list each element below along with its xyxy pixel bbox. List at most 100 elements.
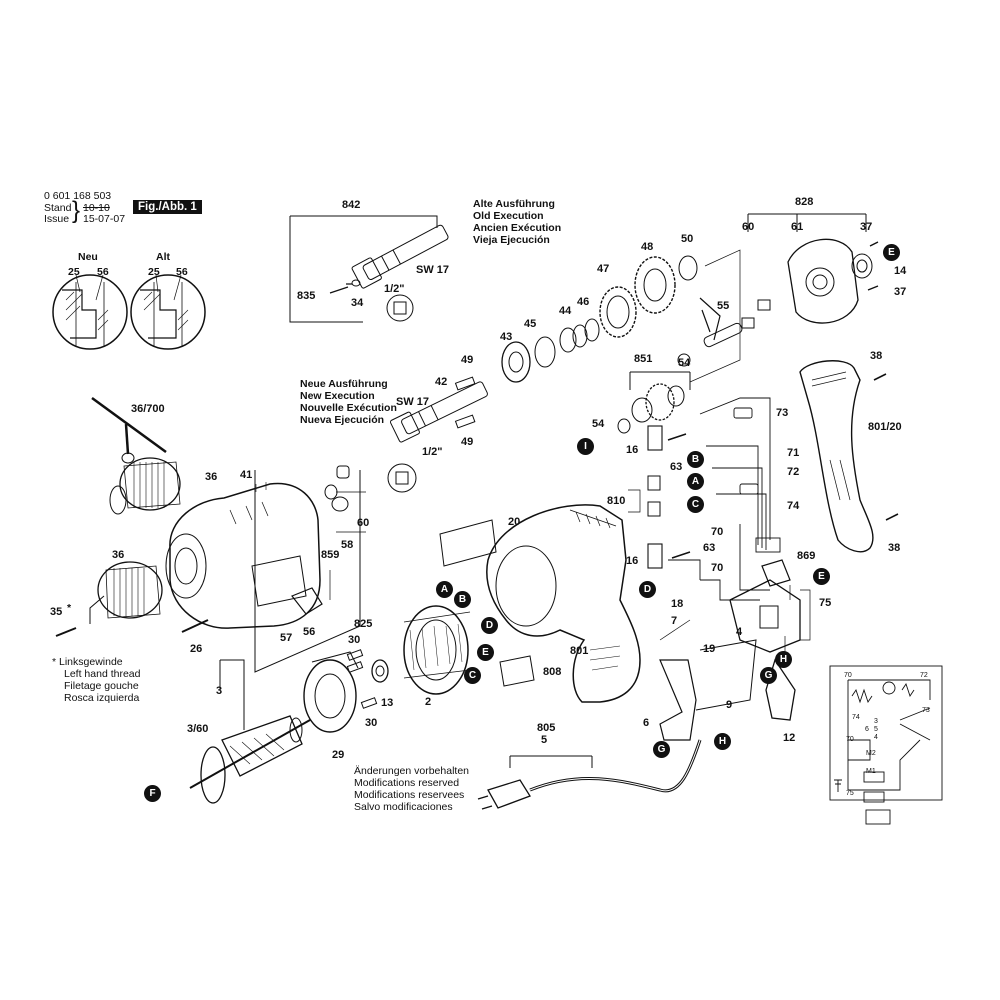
- washer-54: [677, 353, 691, 367]
- ref-13: 13: [381, 697, 394, 709]
- ref-12: 12: [783, 732, 796, 744]
- chuck-36-top: [109, 457, 181, 515]
- old-execution-note: Alte Ausführung Old Execution Ancien Exé…: [473, 198, 562, 246]
- connector-F-top: E: [883, 244, 900, 261]
- nut-sw17-new: [387, 463, 417, 493]
- ref-835: 835: [297, 290, 316, 302]
- ref-805: 805: [537, 722, 556, 734]
- connector-A-left: A: [436, 581, 453, 598]
- gear-47: [599, 286, 637, 338]
- ref-7: 7: [671, 615, 678, 627]
- ref-57: 57: [280, 632, 293, 644]
- schematic-label-5: 5: [874, 726, 878, 733]
- ref-63b: 63: [703, 542, 716, 554]
- schematic-label-70b: 70: [846, 736, 854, 743]
- connector-B-left: B: [454, 591, 471, 608]
- schematic-label-m1: M1: [866, 768, 876, 775]
- schematic-label-3: 3: [874, 718, 878, 725]
- ref-26: 26: [190, 643, 203, 655]
- schematic-label-4: 4: [874, 734, 878, 741]
- ref-45: 45: [524, 318, 537, 330]
- ref-869: 869: [797, 550, 816, 562]
- ref-54b: 54: [592, 418, 605, 430]
- gear-48: [634, 256, 676, 314]
- stator-2: [403, 605, 471, 695]
- ref-73: 73: [776, 407, 789, 419]
- ref-60: 60: [742, 221, 755, 233]
- chuck-36-bottom: [89, 561, 163, 624]
- ref-43: 43: [500, 331, 513, 343]
- ref-3-60: 3/60: [187, 723, 209, 735]
- size-half-inch-new: 1/2": [422, 446, 443, 458]
- ref-5: 5: [541, 734, 548, 746]
- ref-41: 41: [240, 469, 253, 481]
- connector-H-right: H: [775, 651, 792, 668]
- connector-A-right: A: [687, 473, 704, 490]
- ref-58: 58: [341, 539, 354, 551]
- spindle-old: [351, 224, 449, 289]
- selector-knob-56: [291, 587, 323, 615]
- ref-72: 72: [787, 466, 800, 478]
- armature-3: [189, 715, 311, 804]
- ring-45: [534, 336, 556, 368]
- size-sw17-new: SW 17: [396, 396, 430, 408]
- detail-circle-neu: [52, 274, 128, 350]
- ref-6: 6: [643, 717, 650, 729]
- connector-B-right: B: [687, 451, 704, 468]
- ref-70b: 70: [711, 562, 724, 574]
- schematic-label-74: 74: [852, 714, 860, 721]
- gear-851: [631, 383, 685, 423]
- inset-alt-ref-56: 56: [176, 266, 188, 278]
- circuit-schematic: [829, 665, 943, 825]
- ref-808: 808: [543, 666, 562, 678]
- ref-30b: 30: [365, 717, 378, 729]
- nut-sw17-old: [386, 294, 414, 322]
- inset-alt-ref-25: 25: [148, 266, 160, 278]
- size-sw17-old: SW 17: [416, 264, 450, 276]
- bearing-14: [851, 253, 873, 279]
- inset-neu-ref-56: 56: [97, 266, 109, 278]
- ref-2: 2: [425, 696, 432, 708]
- ref-60b: 60: [357, 517, 370, 529]
- connector-G-right: G: [760, 667, 777, 684]
- schematic-label-73: 73: [922, 707, 930, 714]
- ref-16b: 16: [626, 555, 639, 567]
- ref-35-star: *: [67, 602, 72, 614]
- label-808: [499, 655, 535, 687]
- motor-housing-801: [486, 504, 641, 703]
- ref-63: 63: [670, 461, 683, 473]
- schematic-label-70: 70: [844, 672, 852, 679]
- ref-71: 71: [787, 447, 800, 459]
- trigger-lever-6: [659, 659, 697, 741]
- wiring-harness: [668, 397, 781, 601]
- ref-36-700: 36/700: [131, 403, 165, 415]
- ref-61: 61: [791, 221, 804, 233]
- bushing-60: [757, 299, 771, 311]
- ref-50: 50: [681, 233, 694, 245]
- ref-36b: 36: [112, 549, 125, 561]
- connector-D-left: D: [481, 617, 498, 634]
- ref-38: 38: [870, 350, 883, 362]
- connector-F-bottom: F: [144, 785, 161, 802]
- connector-D-right: D: [639, 581, 656, 598]
- switch-12: [765, 658, 796, 721]
- handle-half-801-20: [799, 360, 874, 553]
- washer-50: [678, 255, 698, 281]
- inset-alt-label: Alt: [156, 251, 170, 263]
- inset-neu-ref-25: 25: [68, 266, 80, 278]
- ref-42: 42: [435, 376, 448, 388]
- ref-75: 75: [819, 597, 832, 609]
- chuck-key-36-700: [91, 396, 167, 464]
- capacitor-869: [761, 559, 791, 587]
- ref-801: 801: [570, 645, 589, 657]
- ref-851: 851: [634, 353, 653, 365]
- detail-circle-alt: [130, 274, 206, 350]
- ref-37: 37: [860, 221, 873, 233]
- ref-34: 34: [351, 297, 364, 309]
- ref-37b: 37: [894, 286, 907, 298]
- part-number: 0 601 168 503: [44, 190, 112, 202]
- ref-56: 56: [303, 626, 316, 638]
- bearing-flange-61: [787, 238, 859, 324]
- ref-46: 46: [577, 296, 590, 308]
- connector-H-bottom: H: [714, 733, 731, 750]
